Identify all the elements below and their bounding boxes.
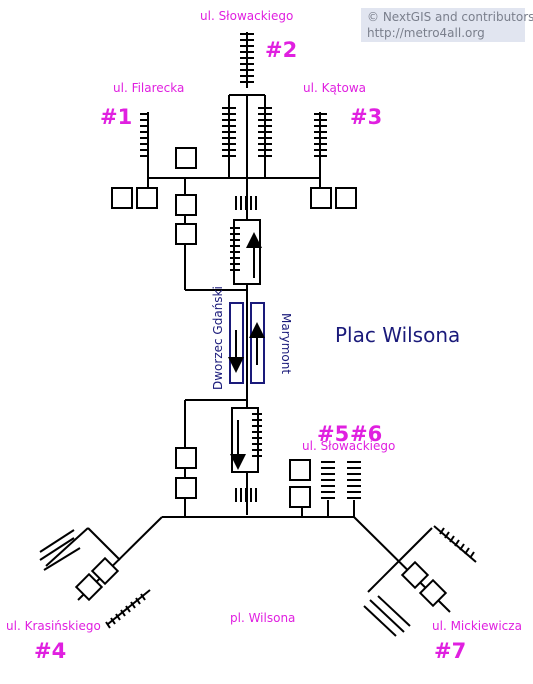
escalator-north[interactable]	[230, 219, 262, 285]
south-vestibule	[45, 399, 451, 613]
escalator-south[interactable]	[230, 407, 262, 473]
direction-left-label: Dworzec Gdański	[211, 286, 225, 390]
street-label-slowackiego-top: ul. Słowackiego	[200, 9, 293, 23]
attribution-line-2[interactable]: http://metro4all.org	[367, 26, 485, 40]
street-label-filarecka: ul. Filarecka	[113, 81, 184, 95]
exit-label-7: #7	[434, 639, 466, 663]
attribution-box: © NextGIS and contributors http://metro4…	[361, 8, 533, 42]
turnstiles-north[interactable]	[235, 196, 257, 210]
direction-right-label: Marymont	[279, 313, 293, 374]
platform	[228, 302, 265, 384]
station-title: Plac Wilsona	[335, 323, 460, 347]
street-label-krasinskiego: ul. Krasińskiego	[6, 619, 101, 633]
street-label-slowackiego-mid: ul. Słowackiego	[302, 439, 395, 453]
attribution-line-1: © NextGIS and contributors	[367, 10, 533, 24]
stairs-exit-1[interactable]	[140, 112, 149, 165]
street-label-mickiewicza: ul. Mickiewicza	[432, 619, 522, 633]
turnstiles-south[interactable]	[235, 488, 257, 502]
exit-label-6: #6	[350, 422, 382, 446]
room-boxes-north	[111, 147, 357, 245]
exit-label-3: #3	[350, 105, 382, 129]
exit-label-2: #2	[265, 38, 297, 62]
stairs-exit-5[interactable]	[321, 461, 335, 499]
exit-label-5: #5	[317, 422, 349, 446]
stairs-exit-6[interactable]	[347, 461, 361, 499]
stairs-exit-3[interactable]	[314, 112, 327, 165]
stairs-inner-left[interactable]	[222, 107, 236, 157]
street-label-pl-wilsona: pl. Wilsona	[230, 611, 295, 625]
exit-label-4: #4	[34, 639, 66, 663]
stairs-inner-right[interactable]	[258, 107, 272, 157]
stairs-exit-4[interactable]	[39, 529, 151, 629]
exit-label-1: #1	[100, 105, 132, 129]
stairs-exit-7[interactable]	[363, 525, 477, 637]
room-boxes-south	[74, 447, 448, 608]
street-label-katowa: ul. Kątowa	[303, 81, 366, 95]
stairs-exit-2[interactable]	[240, 32, 254, 88]
